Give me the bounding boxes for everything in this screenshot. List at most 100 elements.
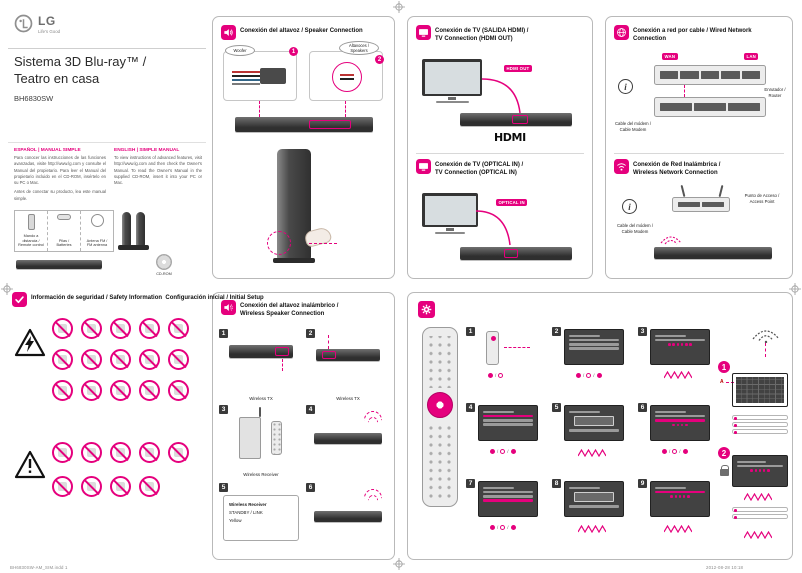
safety-icon-row-4 <box>52 442 189 463</box>
cable-modem-label: Cable del módem / Cable Modem <box>614 121 652 132</box>
info-icon-wireless: i <box>622 199 637 214</box>
network-panel: Conexión a red por cable / Wired Network… <box>605 16 793 279</box>
ws-step-label: Wireless Receiver <box>243 472 279 477</box>
step-number: 4 <box>466 403 475 412</box>
prohibition-icon <box>81 318 102 339</box>
signal-zigzag <box>664 371 692 379</box>
battery-icon <box>57 214 71 220</box>
fm-antenna-icon <box>90 214 104 227</box>
step-number: 3 <box>219 405 228 414</box>
access-point-drawing <box>672 197 730 212</box>
prohibition-icon <box>110 380 131 401</box>
accessory-antenna: Antena FM / FM antenna <box>81 211 113 251</box>
registration-mark-top <box>393 1 405 13</box>
safety-icon-row-2 <box>52 349 189 370</box>
print-footer-right: 2012-08-28 10:18 <box>706 565 744 570</box>
wire-detail-left <box>223 51 297 101</box>
signal-zigzag <box>744 531 772 539</box>
speaker-icon <box>221 25 236 40</box>
speaker-panel-title: Conexión del altavoz / Speaker Connectio… <box>240 28 363 34</box>
model-number: BH6830SW <box>14 94 54 103</box>
english-heading: ENGLISH | SIMPLE MANUAL <box>114 148 180 153</box>
prohibition-icon <box>139 380 160 401</box>
network-panel-divider <box>614 153 784 154</box>
setup-step-2: 2 // <box>552 327 634 399</box>
keyboard-screen-mock <box>732 373 788 407</box>
optical-cable <box>475 210 511 246</box>
prohibition-icon <box>81 442 102 463</box>
gear-icon <box>418 301 435 318</box>
optical-section-title: Conexión de TV (OPTICAL IN) / TV Connect… <box>435 162 524 177</box>
prohibition-icon <box>52 476 73 497</box>
unit-rear-hdmi <box>460 113 572 126</box>
safety-icon-row-1 <box>52 318 189 339</box>
main-unit-rear <box>235 117 373 132</box>
intro-columns: ESPAÑOL | MANUAL SIMPLE Para conocer las… <box>14 148 202 202</box>
wifi-icon <box>614 159 629 174</box>
lg-logo: LG Life's Good <box>14 14 60 34</box>
setup-step-9: 9 <box>638 479 720 551</box>
tv-drawing-hdmi <box>422 59 482 107</box>
step-number: 8 <box>552 479 561 488</box>
tv-connection-panel: Conexión de TV (SALIDA HDMI) / TV Connec… <box>407 16 593 279</box>
tv-screen-mock <box>650 481 710 517</box>
prohibition-icon <box>81 476 102 497</box>
wireless-speaker-header: Conexión del altavoz inalámbrico / Wirel… <box>221 300 387 318</box>
hdmi-out-tag: HDMI OUT <box>504 65 532 72</box>
english-body: To view instructions of advanced feature… <box>114 155 202 186</box>
speaker-connection-panel: Conexión del altavoz / Speaker Connectio… <box>212 16 395 279</box>
step-number: 2 <box>552 327 561 336</box>
step-number: 7 <box>466 479 475 488</box>
prohibition-icon <box>110 442 131 463</box>
wire-insert-callout <box>267 231 291 255</box>
registration-mark-bottom <box>393 558 405 570</box>
wire-zoom-callout <box>332 62 362 92</box>
safety-icon-row-5 <box>52 476 160 497</box>
step-number: 6 <box>306 483 315 492</box>
prohibition-icon <box>139 442 160 463</box>
tv-screen-mock-right <box>732 455 788 487</box>
signal-zigzag <box>578 525 606 533</box>
pointer-label: A <box>720 379 724 385</box>
product-title: Sistema 3D Blu-ray™ / Teatro en casa <box>14 54 147 86</box>
prohibition-icon <box>52 349 73 370</box>
safety-section: Información de seguridad / Safety Inform… <box>8 292 264 562</box>
prohibition-icon <box>81 349 102 370</box>
router-label: Enrutador / Router <box>764 87 786 98</box>
cover-player-unit <box>16 260 102 269</box>
tv-screen-mock <box>478 481 538 517</box>
safety-icon-row-3 <box>52 380 189 401</box>
lan-tag: LAN <box>744 53 759 60</box>
speaker-step-1-number: 1 <box>289 47 298 56</box>
speaker-terminal-block <box>260 68 286 84</box>
tv-icon-optical <box>416 159 431 174</box>
cover-speaker-right <box>132 212 149 250</box>
speaker-step-2-number: 2 <box>375 55 384 64</box>
ws-step-4: 4 <box>306 405 390 479</box>
prohibition-icon <box>168 380 189 401</box>
prohibition-icon <box>110 318 131 339</box>
remote-buttons-bottom <box>428 424 452 500</box>
tv-screen-mock <box>564 329 624 365</box>
signal-zigzag <box>578 449 606 457</box>
check-icon <box>12 292 27 307</box>
step-number: 5 <box>219 483 228 492</box>
registration-mark-left <box>1 283 13 295</box>
step-number: 1 <box>219 329 228 338</box>
prohibition-icon <box>139 476 160 497</box>
ws-step-5: 5 Wireless Receiver STANDBY / LINK Yello… <box>219 483 303 557</box>
prohibition-icon <box>110 349 131 370</box>
lock-icon <box>720 464 730 476</box>
wireless-network-header: Conexión de Red Inalámbrica / Wireless N… <box>614 159 786 177</box>
cd-rom-icon <box>156 254 172 270</box>
access-point-label: Punto de Acceso / Access Point <box>744 193 780 204</box>
step-number: 9 <box>638 479 647 488</box>
ws-step-label: Wireless TX <box>336 396 360 401</box>
cd-rom-label: CD-ROM <box>156 272 172 276</box>
tv-drawing-optical <box>422 193 478 237</box>
caution-warning-icon <box>14 450 46 484</box>
setup-step-1: 1 / <box>466 327 548 399</box>
receiver-led-box: Wireless Receiver STANDBY / LINK Yellow <box>223 495 299 541</box>
tv-screen-mock <box>478 405 538 441</box>
ap-antenna-left <box>680 184 686 198</box>
